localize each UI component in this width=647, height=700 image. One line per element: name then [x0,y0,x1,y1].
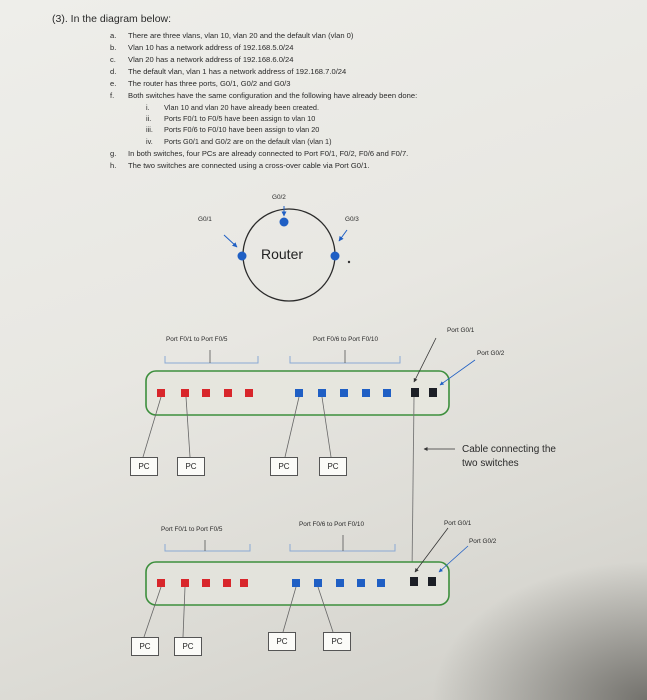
router-label: Router [261,246,304,262]
top-pc-cables [142,396,332,458]
bottom-g02-label: Port G0/2 [469,538,497,545]
g03-arrow [338,229,348,242]
top-pc-3: PC [270,457,298,476]
bottom-vlan20-range-label: Port F0/6 to Port F0/10 [299,521,365,528]
item-marker: f. [110,91,115,100]
subitem-marker: ii. [146,114,152,123]
router-port-g03-dot [330,251,340,261]
item-text: There are three vlans, vlan 10, vlan 20 … [128,31,354,40]
subitem-text: Ports F0/1 to F0/5 have been assign to v… [164,114,316,123]
top-pc-4: PC [319,457,347,476]
router-port-g02-dot [279,217,289,227]
item-text: Vlan 20 has a network address of 192.168… [128,55,294,64]
item-text: The router has three ports, G0/1, G0/2 a… [128,79,291,88]
bottom-switch-g01-port [410,577,418,586]
subitem-text: Vlan 10 and vlan 20 have already been cr… [164,103,319,112]
top-pc-2: PC [177,457,205,476]
cable-note-line1: Cable connecting the [462,444,556,455]
router-port-g03-label: G0/3 [345,216,359,223]
bottom-g01-label: Port G0/1 [444,520,472,527]
bottom-pc-cables [143,586,334,638]
bottom-pc-3: PC [268,632,296,651]
item-text: The two switches are connected using a c… [128,161,370,170]
top-pc-1: PC [130,457,158,476]
bottom-pc-2: PC [174,637,202,656]
item-marker: c. [110,55,116,64]
item-text: Vlan 10 has a network address of 192.168… [128,43,294,52]
bottom-switch-vlan10-ports [157,579,248,587]
inter-switch-cable [411,396,415,575]
router-port-g01-label: G0/1 [198,216,212,223]
item-marker: g. [110,149,117,158]
bottom-pc-1: PC [131,637,159,656]
item-marker: b. [110,43,117,52]
g01-arrow [223,234,238,248]
page-shadow [430,560,647,700]
bottom-switch-vlan20-ports [292,579,385,587]
top-switch-vlan10-ports [157,389,253,397]
router-port-g02-label: G0/2 [272,194,286,201]
top-g01-label: Port G0/1 [447,327,475,334]
subitem-marker: iii. [146,125,153,134]
top-vlan10-range-label: Port F0/1 to Port F0/5 [166,336,228,343]
subitem-text: Ports G0/1 and G0/2 are on the default v… [164,137,332,146]
subitem-marker: i. [146,103,150,112]
cable-note-line2: two switches [462,458,519,469]
question-heading: (3). In the diagram below: [52,13,172,25]
item-marker: d. [110,67,117,76]
item-marker: a. [110,31,117,40]
bottom-vlan10-range-label: Port F0/1 to Port F0/5 [161,526,223,533]
top-g02-label: Port G0/2 [477,350,505,357]
subitem-marker: iv. [146,137,153,146]
bottom-switch-g02-port [428,577,436,586]
top-switch-g01-port [411,388,419,397]
item-marker: h. [110,161,117,170]
top-switch-g02-port [429,388,437,397]
item-text: The default vlan, vlan 1 has a network a… [128,67,347,76]
router-port-g01-dot [237,251,247,261]
bottom-pc-4: PC [323,632,351,651]
top-vlan20-range-label: Port F0/6 to Port F0/10 [313,336,379,343]
item-text: In both switches, four PCs are already c… [128,149,409,158]
subitem-text: Ports F0/6 to F0/10 have been assign to … [164,125,320,134]
top-switch-vlan20-ports [295,389,391,397]
item-text: Both switches have the same configuratio… [128,91,418,100]
item-marker: e. [110,79,117,88]
